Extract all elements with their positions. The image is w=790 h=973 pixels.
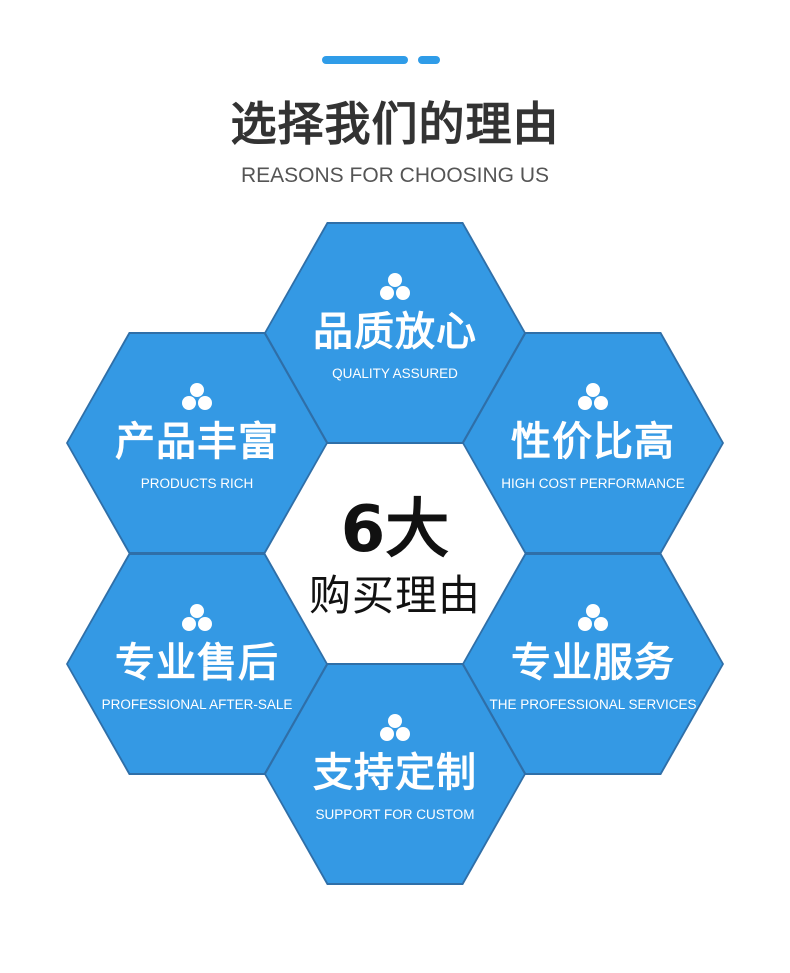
hex-title: 专业服务 <box>511 640 675 686</box>
hex-subtitle: QUALITY ASSURED <box>332 366 458 381</box>
cubes-icon <box>578 604 608 631</box>
cubes-icon <box>182 604 212 631</box>
hex-subtitle: PROFESSIONAL AFTER-SALE <box>101 697 293 712</box>
title-accent-bar-short <box>418 56 440 64</box>
page-subtitle: REASONS FOR CHOOSING US <box>240 164 550 187</box>
title-accent-bar-long <box>322 56 408 64</box>
cubes-icon <box>182 383 212 410</box>
cubes-icon <box>380 714 410 741</box>
hex-subtitle: THE PROFESSIONAL SERVICES <box>489 697 697 712</box>
hex-title: 产品丰富 <box>115 419 279 465</box>
hex-subtitle: SUPPORT FOR CUSTOM <box>315 807 475 822</box>
hex-title: 支持定制 <box>313 750 477 796</box>
hex-subtitle: HIGH COST PERFORMANCE <box>501 476 685 491</box>
hex-title: 性价比高 <box>511 419 675 465</box>
hex-support-for-custom: 支持定制 SUPPORT FOR CUSTOM <box>264 663 526 885</box>
center-number: 6大 <box>340 493 450 567</box>
hex-professional-after-sale: 专业售后 PROFESSIONAL AFTER-SALE <box>66 553 328 775</box>
center-text: 购买理由 <box>308 571 481 620</box>
cubes-icon <box>380 273 410 300</box>
hex-title: 品质放心 <box>313 309 477 355</box>
hex-products-rich: 产品丰富 PRODUCTS RICH <box>66 332 328 554</box>
hex-quality-assured: 品质放心 QUALITY ASSURED <box>264 222 526 444</box>
page-title: 选择我们的理由 <box>230 97 560 151</box>
hex-professional-services: 专业服务 THE PROFESSIONAL SERVICES <box>462 553 724 775</box>
cubes-icon <box>578 383 608 410</box>
hex-subtitle: PRODUCTS RICH <box>140 476 254 491</box>
hex-title: 专业售后 <box>115 640 279 686</box>
hex-high-cost-performance: 性价比高 HIGH COST PERFORMANCE <box>462 332 724 554</box>
